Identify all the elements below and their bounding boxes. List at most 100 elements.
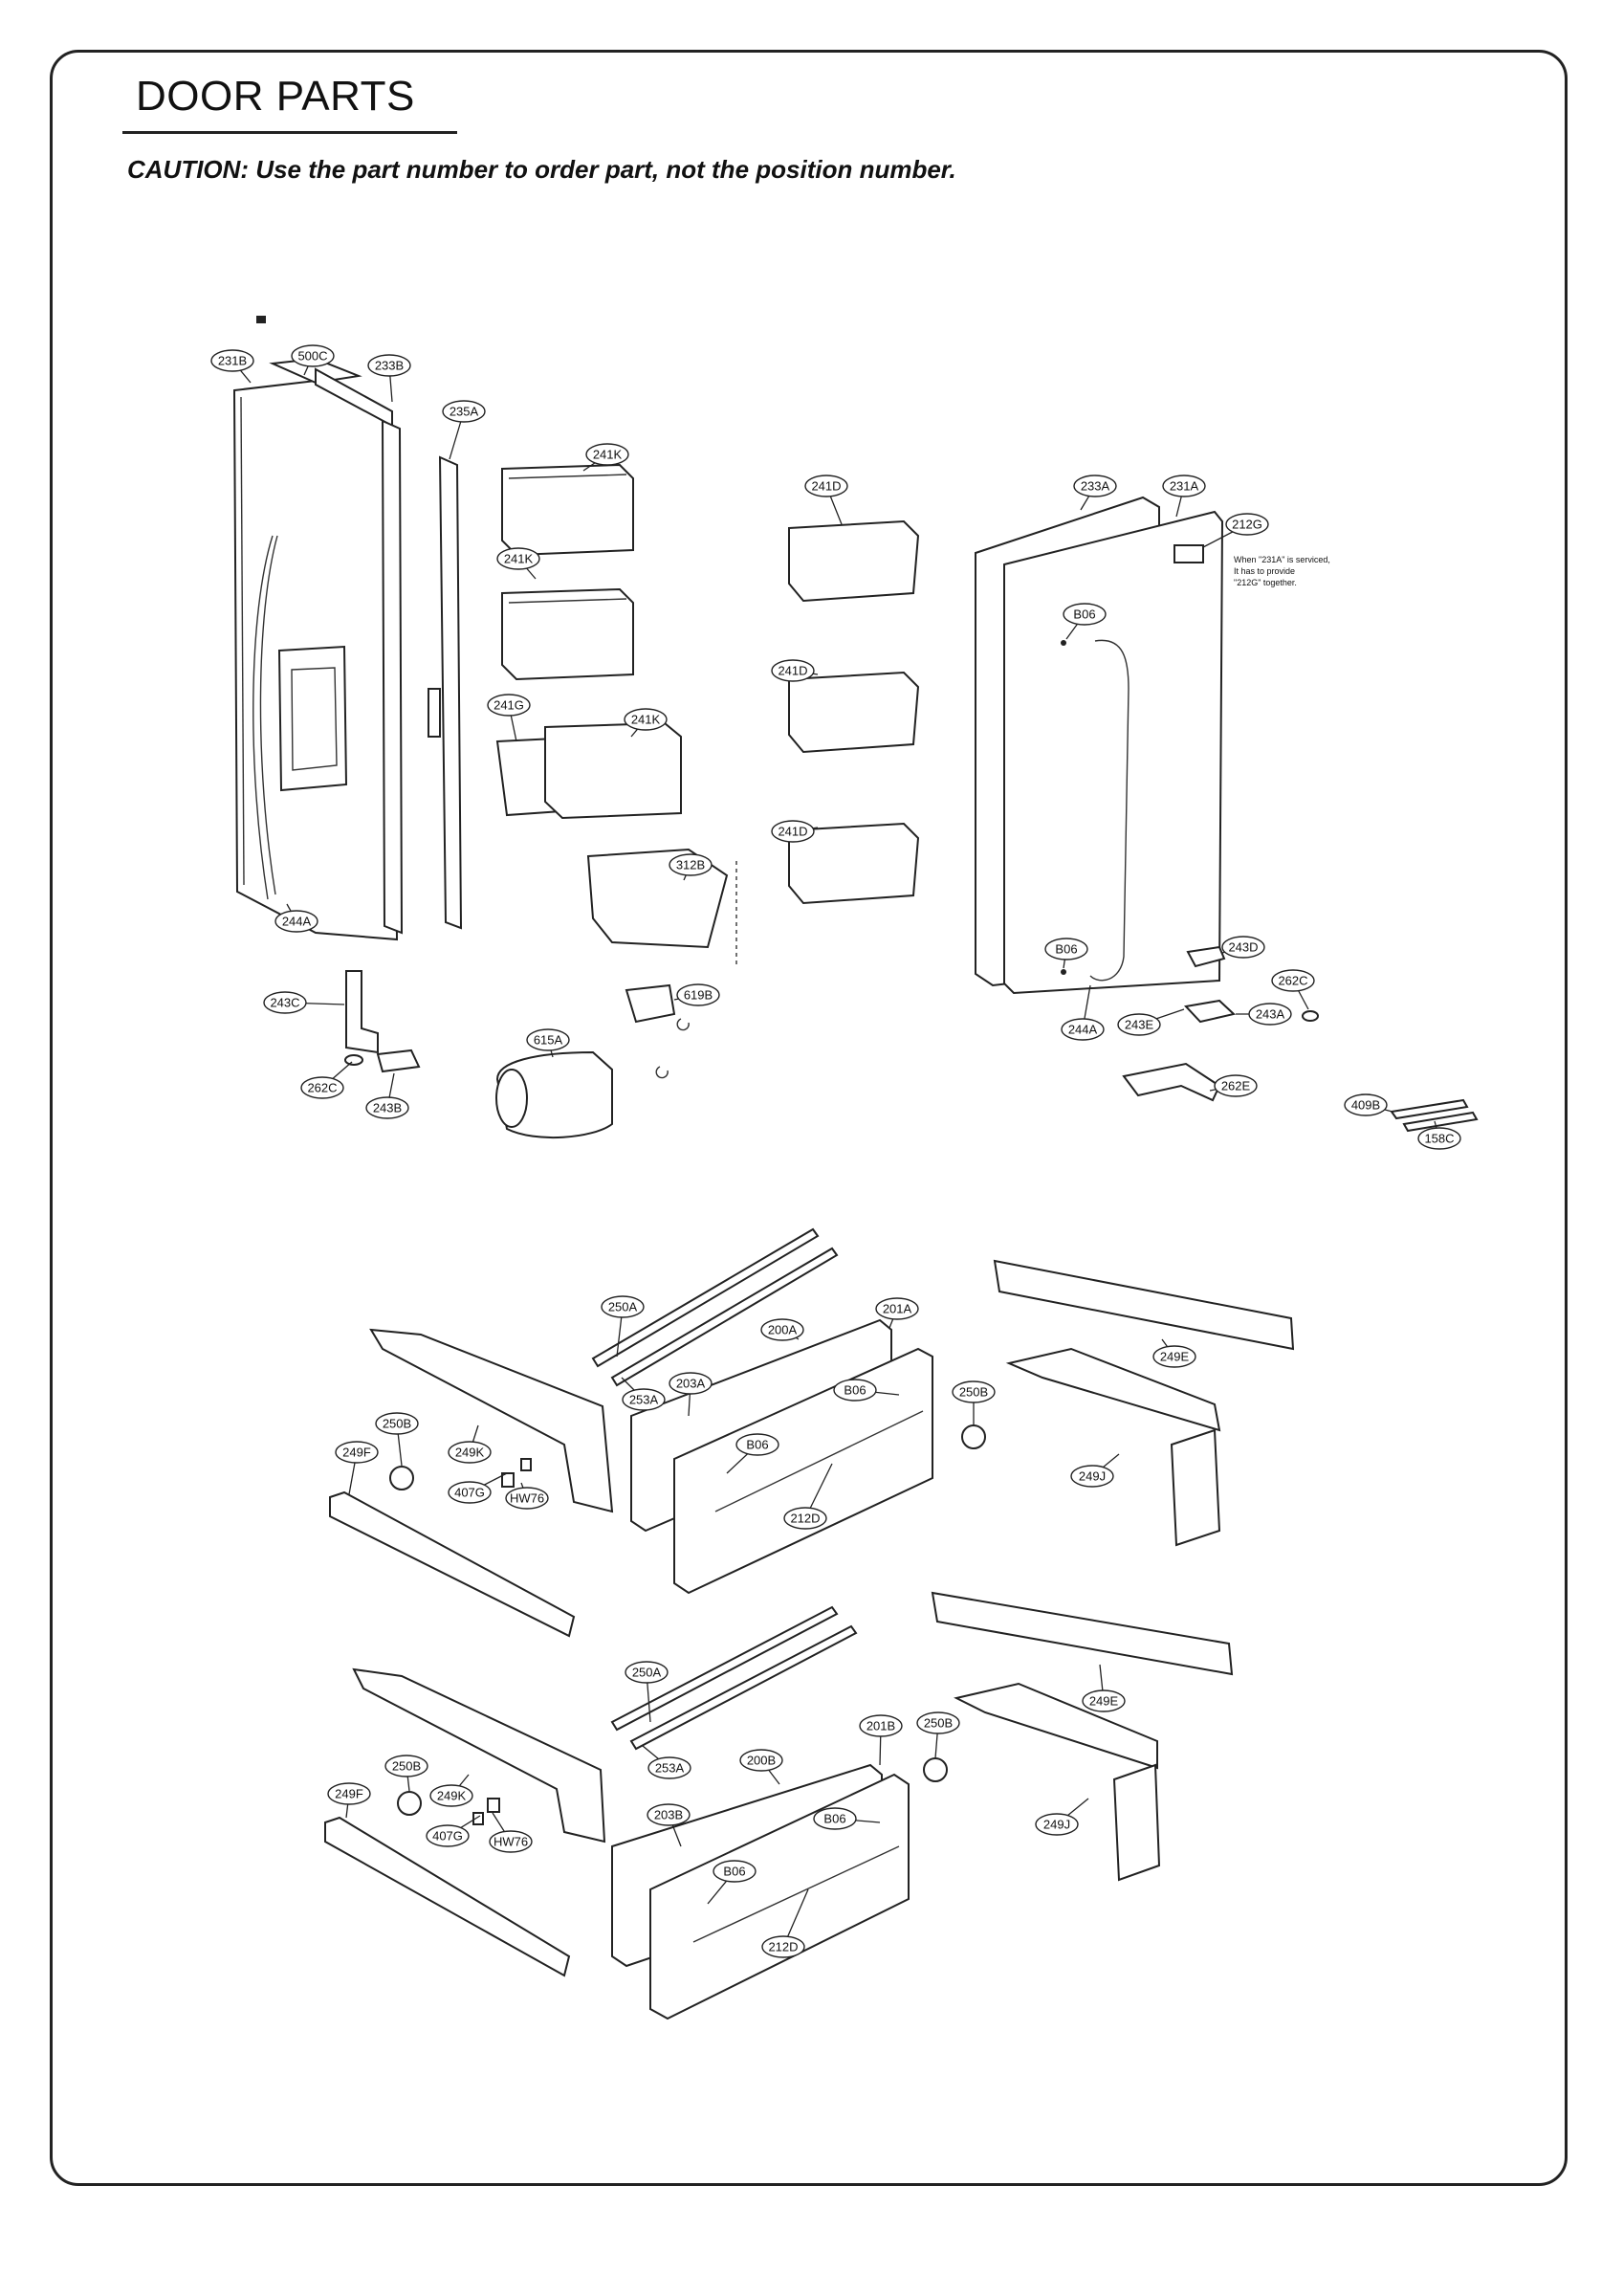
note-line-1: When "231A" is serviced, bbox=[1234, 555, 1330, 564]
callout-oval bbox=[771, 820, 815, 843]
callout-262c: 262C bbox=[300, 1061, 353, 1099]
callout-241k: 241K bbox=[582, 443, 629, 472]
callout-oval bbox=[274, 910, 318, 933]
callout-label: 235A bbox=[450, 405, 479, 419]
callout-250a: 250A bbox=[601, 1295, 645, 1358]
callout-label: 201B bbox=[866, 1719, 895, 1733]
callout-oval bbox=[300, 1076, 344, 1099]
callout-oval bbox=[739, 1749, 783, 1772]
callout-label: 615A bbox=[534, 1033, 563, 1048]
callout-oval bbox=[1162, 475, 1206, 497]
callout-oval bbox=[735, 1433, 779, 1456]
right-door-231a bbox=[1003, 510, 1224, 995]
callout-label: 212G bbox=[1232, 518, 1262, 532]
callout-label: 200A bbox=[768, 1323, 798, 1337]
callout-250b: 250B bbox=[375, 1412, 419, 1467]
callout-label: 249K bbox=[455, 1446, 485, 1460]
callout-label: 201A bbox=[883, 1302, 912, 1316]
callout-label: B06 bbox=[723, 1865, 745, 1879]
callout-label: 244A bbox=[282, 915, 312, 929]
callout-250b: 250B bbox=[916, 1711, 960, 1759]
callout-label: 231B bbox=[218, 354, 247, 368]
hw76-lower bbox=[487, 1798, 500, 1813]
cover-249k bbox=[369, 1328, 614, 1513]
callout-oval bbox=[487, 694, 531, 717]
callout-label: 262C bbox=[1278, 974, 1307, 988]
callout-label: 250A bbox=[608, 1300, 638, 1314]
callout-label: B06 bbox=[1055, 942, 1077, 957]
callout-231a: 231A bbox=[1162, 475, 1206, 518]
callout-212d: 212D bbox=[761, 1888, 809, 1958]
callout-253a: 253A bbox=[642, 1745, 691, 1779]
dispenser-housing bbox=[277, 645, 348, 792]
407g-lower bbox=[472, 1812, 484, 1825]
callout-oval bbox=[783, 1507, 827, 1530]
rail-250a-lower bbox=[610, 1605, 839, 1732]
gear-250b-left-lower bbox=[397, 1791, 422, 1816]
callout-label: HW76 bbox=[493, 1835, 528, 1849]
callout-label: 253A bbox=[655, 1761, 685, 1776]
callout-243b: 243B bbox=[365, 1072, 409, 1119]
gear-250b-left bbox=[389, 1466, 414, 1490]
callout-label: 312B bbox=[676, 858, 705, 872]
callout-oval bbox=[367, 354, 411, 377]
callout-200b: 200B bbox=[739, 1749, 783, 1785]
callout-b06: B06 bbox=[726, 1433, 779, 1474]
note-line-2: It has to provide bbox=[1234, 566, 1295, 576]
callout-label: HW76 bbox=[510, 1491, 544, 1506]
callout-oval bbox=[426, 1824, 470, 1847]
callout-label: 241K bbox=[631, 713, 661, 727]
hinge-243a bbox=[1183, 999, 1237, 1024]
callout-hw76: HW76 bbox=[489, 1812, 533, 1853]
callout-label: 407G bbox=[432, 1829, 463, 1843]
callout-231b: 231B bbox=[210, 349, 254, 384]
callout-label: 250B bbox=[392, 1759, 421, 1774]
callout-oval bbox=[1225, 513, 1269, 536]
callout-oval bbox=[622, 1388, 666, 1411]
callout-oval bbox=[526, 1028, 570, 1051]
washer-262c bbox=[344, 1054, 363, 1066]
callout-oval bbox=[1082, 1689, 1126, 1712]
gasket-253a bbox=[610, 1247, 839, 1387]
callout-oval bbox=[384, 1755, 428, 1777]
callout-249f: 249F bbox=[327, 1782, 371, 1819]
callout-241k: 241K bbox=[624, 708, 668, 738]
callout-label: 241D bbox=[778, 664, 807, 678]
hinge-243c bbox=[345, 970, 379, 1054]
callout-oval bbox=[625, 1661, 669, 1684]
callout-241d: 241D bbox=[804, 475, 848, 525]
valve-619b bbox=[625, 983, 676, 1024]
callout-oval bbox=[375, 1412, 419, 1435]
callout-409b: 409B bbox=[1344, 1093, 1393, 1116]
callout-label: 231A bbox=[1170, 479, 1199, 494]
callout-oval bbox=[210, 349, 254, 372]
callout-label: 203B bbox=[654, 1808, 683, 1822]
callout-oval bbox=[496, 547, 540, 570]
callout-label: 243B bbox=[373, 1101, 402, 1115]
cover-249j-lower bbox=[954, 1682, 1158, 1770]
part-158c bbox=[1402, 1111, 1479, 1133]
callout-oval bbox=[804, 475, 848, 497]
door-dike-235a bbox=[438, 455, 463, 930]
callout-250b: 250B bbox=[384, 1755, 428, 1792]
screw-b06 bbox=[1061, 640, 1066, 646]
callout-label: 200B bbox=[747, 1754, 776, 1768]
callout-oval bbox=[647, 1803, 691, 1826]
rail-250a bbox=[591, 1227, 820, 1368]
bin-241d-2 bbox=[788, 671, 920, 754]
callout-oval bbox=[1344, 1093, 1388, 1116]
callout-label: 243A bbox=[1256, 1007, 1285, 1022]
callout-label: 253A bbox=[629, 1393, 659, 1407]
callout-b06: B06 bbox=[813, 1807, 881, 1830]
callout-b06: B06 bbox=[833, 1379, 900, 1402]
door-bins-right bbox=[735, 519, 920, 966]
callout-label: B06 bbox=[1073, 607, 1095, 622]
callout-label: 407G bbox=[454, 1486, 485, 1500]
callout-label: 243D bbox=[1228, 940, 1258, 955]
slide-rail-249e bbox=[993, 1259, 1295, 1351]
callout-249f: 249F bbox=[335, 1441, 379, 1495]
bin-241k-1 bbox=[501, 463, 634, 557]
gasket-253a-lower bbox=[629, 1624, 858, 1751]
